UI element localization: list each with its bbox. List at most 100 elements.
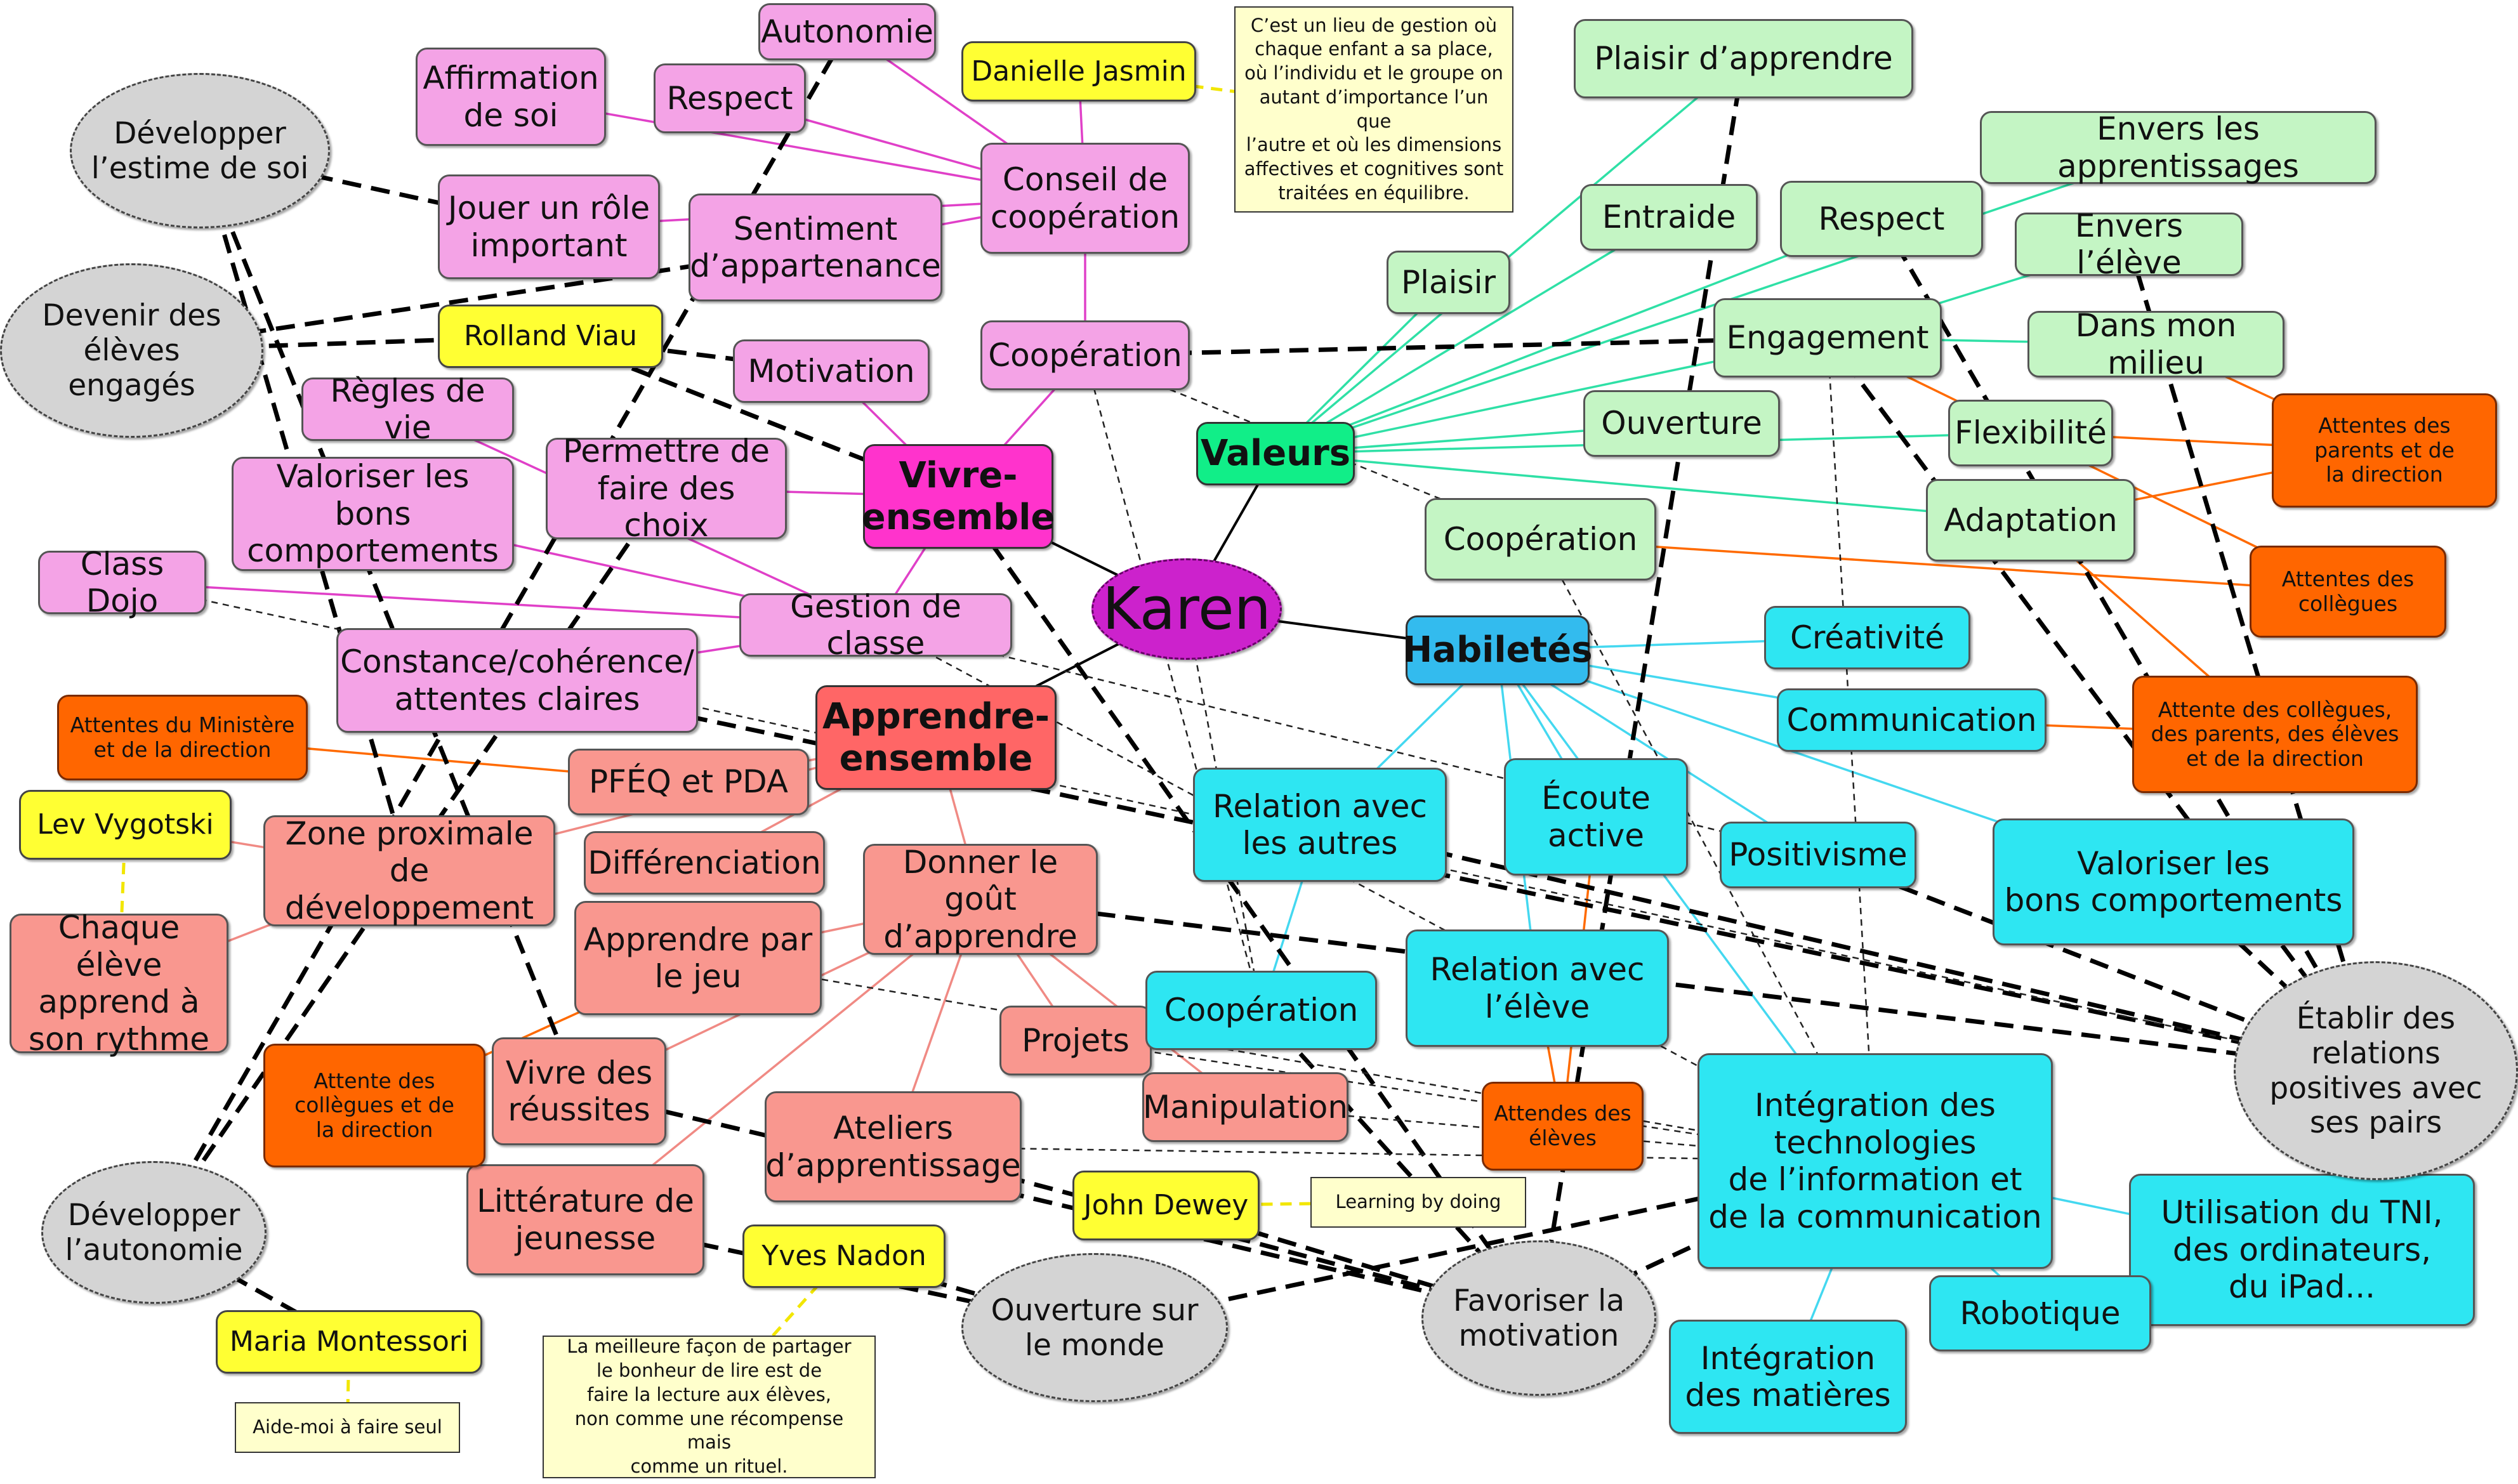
edge-coop_c-favoriser — [1259, 1009, 1541, 1320]
node-valoriser-p: Valoriser les bons comportements — [232, 457, 514, 571]
node-ateliers: Ateliers d’apprentissage — [765, 1091, 1022, 1202]
node-respect-p: Respect — [654, 63, 806, 133]
edge-gestion-positivisme — [875, 624, 1819, 856]
node-ouverture-monde: Ouverture sur le monde — [961, 1253, 1228, 1402]
node-chaque: Chaque élève apprend à son rythme — [10, 909, 228, 1058]
edge-estime-zone — [197, 150, 412, 872]
node-motivation: Motivation — [733, 339, 930, 403]
edge-coop_p-engagement — [1084, 336, 1828, 358]
edge-valeurs-respect_g — [1275, 218, 1882, 455]
edge-donner-relations — [980, 897, 2376, 1073]
node-affirmation: Affirmation de soi — [416, 48, 606, 146]
node-jeu: Apprendre par le jeu — [574, 901, 822, 1015]
node-note-montessori: Aide-moi à faire seul — [235, 1402, 460, 1453]
edge-vivre-favoriser — [956, 495, 1541, 1320]
node-note-dewey: Learning by doing — [1310, 1177, 1526, 1228]
node-att-coll-dir: Attente des collègues et de la direction — [263, 1044, 485, 1167]
edge-engagement-relations — [1826, 336, 2378, 1072]
node-att-cpe: Attente des collègues, des parents, des … — [2132, 676, 2418, 793]
edge-valeurs-entraide — [1275, 216, 1670, 455]
edge-valeurs-plaisir_app — [1274, 58, 1744, 455]
node-milieu: Dans mon milieu — [2027, 307, 2284, 381]
edge-att_collegues-coop_g — [1540, 538, 2349, 593]
node-flexibilite: Flexibilité — [1948, 400, 2113, 466]
node-conseil: Conseil de coopération — [980, 143, 1190, 254]
node-sentiment: Sentiment d’appartenance — [689, 194, 942, 301]
node-nadon: Yves Nadon — [742, 1225, 946, 1288]
node-plaisir: Plaisir — [1387, 251, 1510, 314]
node-favoriser: Favoriser la motivation — [1421, 1240, 1656, 1396]
edge-jeu-integration_tic — [697, 957, 1876, 1162]
edge-projets-integration_tic — [1075, 1039, 1876, 1162]
node-att-eleves: Attendes des élèves — [1482, 1082, 1644, 1171]
node-gestion: Gestion de classe — [739, 588, 1012, 662]
node-respect-g: Respect — [1780, 181, 1983, 257]
node-jouer: Jouer un rôle important — [438, 174, 660, 279]
node-envers-app: Envers les apprentissages — [1980, 110, 2376, 185]
edge-ateliers-integration_tic — [893, 1146, 1876, 1162]
node-differenciation: Différenciation — [584, 831, 825, 895]
edge-valeurs-adaptation — [1275, 452, 2031, 522]
node-vygotski: Lev Vygotski — [19, 790, 232, 860]
node-vivre: Vivre- ensemble — [862, 444, 1055, 549]
node-adaptation: Adaptation — [1926, 479, 2135, 561]
edge-estime-reussites — [197, 150, 581, 1093]
node-note-jasmin: C’est un lieu de gestion où chaque enfan… — [1234, 6, 1513, 213]
node-coop-c: Coopération — [1145, 971, 1377, 1050]
edge-nadon-note_nadon — [708, 1255, 845, 1408]
node-danielle: Danielle Jasmin — [961, 41, 1196, 102]
node-positivisme: Positivisme — [1720, 822, 1916, 888]
node-coop-p: Coopération — [980, 320, 1190, 390]
node-engagement: Engagement — [1713, 298, 1942, 378]
edge-classdojo-relations — [122, 581, 2376, 1072]
node-communication: Communication — [1777, 688, 2047, 752]
node-relation-eleve: Relation avec l’élève — [1406, 929, 1669, 1047]
node-constance: Constance/cohérence/ attentes claires — [336, 628, 698, 733]
node-apprendre: Apprendre- ensemble — [815, 685, 1057, 790]
node-autonomie: Autonomie — [758, 3, 936, 60]
node-valeurs: Valeurs — [1196, 422, 1355, 485]
node-projets: Projets — [999, 1006, 1152, 1075]
node-att-collegues: Attentes des collègues — [2250, 546, 2446, 638]
node-robotique: Robotique — [1929, 1275, 2151, 1351]
node-donner: Donner le goût d’apprendre — [863, 844, 1098, 955]
node-note-nadon: La meilleure façon de partager le bonheu… — [543, 1336, 876, 1478]
node-relations: Établir des relations positives avec ses… — [2234, 961, 2518, 1180]
edge-autonomie-autonomie_g — [152, 30, 850, 1234]
node-creativite: Créativité — [1764, 606, 1970, 669]
node-entraide: Entraide — [1580, 184, 1758, 251]
node-regles: Règles de vie — [301, 372, 514, 446]
node-reussites: Vivre des réussites — [492, 1037, 666, 1145]
node-integration-tic: Intégration des technologies de l’inform… — [1697, 1053, 2053, 1269]
node-autonomie-g: Développer l’autonomie — [41, 1161, 267, 1304]
node-classdojo: Class Dojo — [38, 546, 206, 619]
node-permettre: Permettre de faire des choix — [546, 433, 787, 544]
node-envers-eleve: Envers l’élève — [2015, 207, 2243, 281]
node-habiletes: Habiletés — [1402, 615, 1593, 685]
node-coop-g: Coopération — [1425, 498, 1656, 581]
node-ecoute: Écoute active — [1504, 758, 1688, 876]
node-zone: Zone proximale de développement — [263, 815, 555, 926]
node-litterature: Littérature de jeunesse — [466, 1164, 704, 1275]
node-utilisation: Utilisation du TNI, des ordinateurs, du … — [2129, 1174, 2475, 1326]
edge-constance-relations — [517, 678, 2376, 1073]
node-estime: Développer l’estime de soi — [70, 73, 330, 228]
node-montessori: Maria Montessori — [216, 1310, 482, 1374]
node-att-parents: Attentes des parents et de la direction — [2272, 393, 2497, 508]
edge-montessori-note_montessori — [346, 1341, 351, 1428]
node-relation-autres: Relation avec les autres — [1193, 768, 1447, 882]
edge-coop_p-coop_c — [1084, 355, 1262, 1011]
node-att-ministere: Attentes du Ministère et de la direction — [57, 695, 308, 780]
node-pfeq: PFÉQ et PDA — [568, 749, 809, 815]
node-ouverture: Ouverture — [1583, 390, 1780, 457]
node-integration-mat: Intégration des matières — [1669, 1320, 1907, 1434]
node-valoriser-c: Valoriser les bons comportements — [1993, 818, 2354, 945]
node-engages: Devenir des élèves engagés — [0, 263, 263, 438]
node-rolland: Rolland Viau — [438, 305, 663, 368]
node-karen: Karen — [1091, 558, 1282, 660]
node-manipulation: Manipulation — [1142, 1072, 1348, 1142]
node-dewey: John Dewey — [1072, 1171, 1260, 1240]
edge-reussites-favoriser — [578, 1089, 1539, 1320]
node-plaisir-app: Plaisir d’apprendre — [1574, 19, 1913, 98]
